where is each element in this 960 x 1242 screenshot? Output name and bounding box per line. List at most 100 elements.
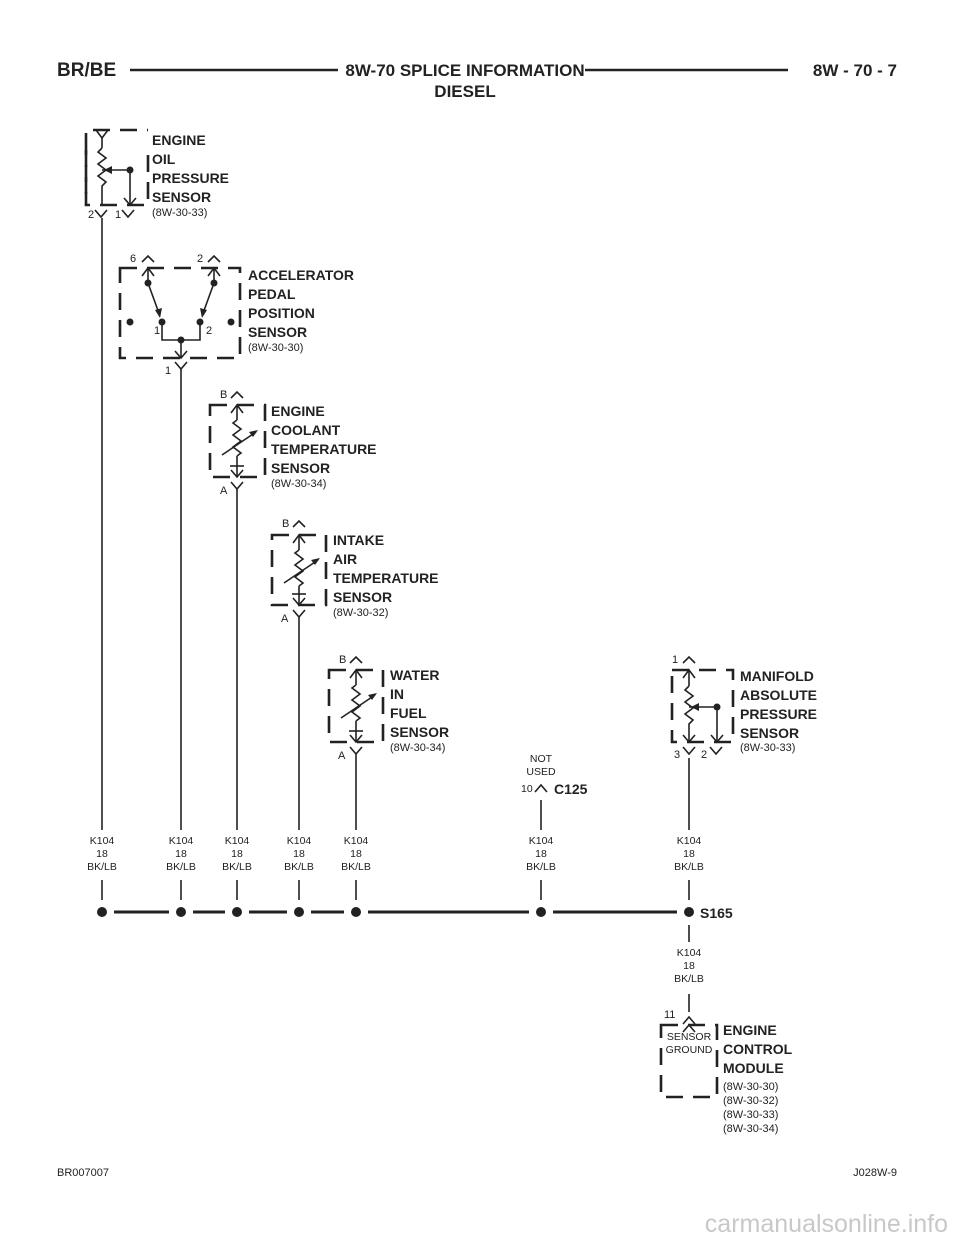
page-header: BR/BE 8W-70 SPLICE INFORMATION DIESEL 8W… xyxy=(57,60,897,101)
app-label-1: ACCELERATOR xyxy=(248,267,354,283)
app-internal-1: 1 xyxy=(154,325,160,337)
wire-circuit: K104 xyxy=(90,835,115,847)
app-label-3: POSITION xyxy=(248,305,315,321)
map-label-1: MANIFOLD xyxy=(740,668,814,684)
wif-label-2: IN xyxy=(390,686,404,702)
ecm-ref-3: (8W-30-33) xyxy=(723,1109,778,1121)
c125-label: C125 xyxy=(554,781,588,797)
wire-label-app: K104 18 BK/LB xyxy=(166,835,196,873)
header-page-number: 8W - 70 - 7 xyxy=(813,61,897,80)
connector-c125: NOT USED 10 C125 xyxy=(521,753,588,830)
oil-label-1: ENGINE xyxy=(152,132,206,148)
wire-label-c125: K104 18 BK/LB xyxy=(526,835,556,873)
wire-circuit: K104 xyxy=(344,835,369,847)
wire-circuit: K104 xyxy=(677,835,702,847)
splice-s165: S165 xyxy=(97,905,733,921)
map-pin-1: 1 xyxy=(672,654,678,666)
wire-circuit: K104 xyxy=(529,835,554,847)
wire-gauge: 18 xyxy=(535,848,547,860)
oil-pin-2: 2 xyxy=(88,209,94,221)
ecm-label-3: MODULE xyxy=(723,1060,784,1076)
engine-oil-pressure-sensor: 2 1 ENGINE OIL PRESSURE SENSOR (8W-30-33… xyxy=(84,128,229,221)
header-title: 8W-70 SPLICE INFORMATION xyxy=(345,61,584,80)
wire-labels: K104 18 BK/LB K104 18 BK/LB K104 18 BK/L… xyxy=(87,835,704,985)
map-label-2: ABSOLUTE xyxy=(740,687,817,703)
watermark: carmanualsonline.info xyxy=(705,1210,948,1238)
wire-gauge: 18 xyxy=(96,848,108,860)
ect-label-2: COOLANT xyxy=(271,422,341,438)
wif-label-1: WATER xyxy=(390,667,440,683)
header-subtitle: DIESEL xyxy=(434,82,495,101)
wire-label-oil: K104 18 BK/LB xyxy=(87,835,117,873)
map-label-3: PRESSURE xyxy=(740,706,817,722)
iat-pin-b: B xyxy=(282,518,289,530)
ecm-sensor-label: SENSOR xyxy=(667,1031,712,1043)
wire-color: BK/LB xyxy=(674,973,704,985)
wire-label-map: K104 18 BK/LB xyxy=(674,835,704,873)
ect-label-3: TEMPERATURE xyxy=(271,441,377,457)
ect-ref: (8W-30-34) xyxy=(271,478,326,490)
map-pin-3: 3 xyxy=(674,749,680,761)
ecm-ground-label: GROUND xyxy=(666,1044,713,1056)
app-ref: (8W-30-30) xyxy=(248,342,303,354)
wire-label-iat: K104 18 BK/LB xyxy=(284,835,314,873)
wire-color: BK/LB xyxy=(284,861,314,873)
wire-color: BK/LB xyxy=(526,861,556,873)
oil-label-4: SENSOR xyxy=(152,189,211,205)
wire-gauge: 18 xyxy=(231,848,243,860)
iat-label-1: INTAKE xyxy=(333,532,384,548)
map-pin-2: 2 xyxy=(701,749,707,761)
wire-circuit: K104 xyxy=(677,947,702,959)
app-label-4: SENSOR xyxy=(248,324,307,340)
page-footer: BR007007 J028W-9 xyxy=(57,1167,897,1179)
c125-not-used-2: USED xyxy=(526,766,556,778)
wif-label-3: FUEL xyxy=(390,705,427,721)
footer-right: J028W-9 xyxy=(853,1167,897,1179)
iat-ref: (8W-30-32) xyxy=(333,607,388,619)
app-label-2: PEDAL xyxy=(248,286,296,302)
wire-runs xyxy=(101,218,690,1012)
intake-air-temperature-sensor: B A INTAKE AIR TEMPERATURE SENSOR (8W-30… xyxy=(270,518,439,625)
map-ref: (8W-30-33) xyxy=(740,742,795,754)
ecm-ref-4: (8W-30-34) xyxy=(723,1123,778,1135)
app-internal-2: 2 xyxy=(206,325,212,337)
oil-label-3: PRESSURE xyxy=(152,170,229,186)
app-pin-6: 6 xyxy=(130,253,136,265)
oil-pin-1: 1 xyxy=(115,209,121,221)
splice-label: S165 xyxy=(700,905,733,921)
wire-color: BK/LB xyxy=(341,861,371,873)
wire-label-ect: K104 18 BK/LB xyxy=(222,835,252,873)
wif-label-4: SENSOR xyxy=(390,724,449,740)
wire-color: BK/LB xyxy=(87,861,117,873)
ecm-pin-11: 11 xyxy=(664,1009,675,1021)
wif-pin-a: A xyxy=(338,750,346,762)
wire-gauge: 18 xyxy=(683,960,695,972)
wire-color: BK/LB xyxy=(674,861,704,873)
wire-label-wif: K104 18 BK/LB xyxy=(341,835,371,873)
wire-gauge: 18 xyxy=(293,848,305,860)
engine-control-module: 11 SENSOR GROUND ENGINE CONTROL MODULE (… xyxy=(659,1009,793,1135)
ect-pin-a: A xyxy=(220,485,228,497)
header-left: BR/BE xyxy=(57,60,116,81)
wif-pin-b: B xyxy=(339,654,346,666)
accelerator-pedal-position-sensor: 6 2 1 2 1 ACCELERATOR PEDAL POSITION SEN… xyxy=(118,253,354,377)
wire-color: BK/LB xyxy=(166,861,196,873)
app-pin-1: 1 xyxy=(165,365,171,377)
ecm-label-2: CONTROL xyxy=(723,1041,793,1057)
c125-pin-10: 10 xyxy=(521,783,533,795)
wire-circuit: K104 xyxy=(287,835,312,847)
footer-left: BR007007 xyxy=(57,1167,109,1179)
map-label-4: SENSOR xyxy=(740,725,799,741)
oil-label-2: OIL xyxy=(152,151,176,167)
engine-coolant-temperature-sensor: B A ENGINE COOLANT TEMPERATURE SENSOR (8… xyxy=(208,389,377,497)
wire-circuit: K104 xyxy=(169,835,194,847)
ect-label-1: ENGINE xyxy=(271,403,325,419)
ect-pin-b: B xyxy=(220,389,227,401)
wif-ref: (8W-30-34) xyxy=(390,742,445,754)
wire-gauge: 18 xyxy=(683,848,695,860)
oil-ref: (8W-30-33) xyxy=(152,207,207,219)
manifold-absolute-pressure-sensor: 1 3 2 MANIFOLD ABSOLUTE PRESSURE SENSOR … xyxy=(670,654,817,761)
ect-label-4: SENSOR xyxy=(271,460,330,476)
wire-circuit: K104 xyxy=(225,835,250,847)
